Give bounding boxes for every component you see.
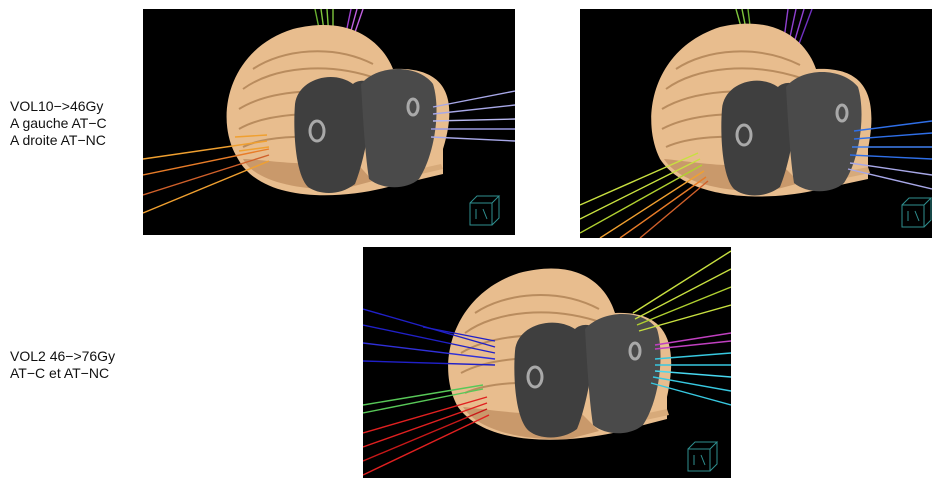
vol10-caption-line2: A gauche AT−C: [10, 115, 107, 131]
vol10-at-c-render: [143, 9, 515, 235]
vol2-render: [363, 247, 731, 478]
organ-volume: [514, 314, 661, 438]
beam-group-right: [847, 120, 932, 190]
beam-group-right-yellow: [632, 250, 731, 332]
beam-group-right-cyan: [650, 352, 731, 406]
beam-group-right-magenta: [654, 332, 731, 350]
vol2-caption: VOL2 46−>76Gy AT−C et AT−NC: [10, 348, 115, 382]
vol10-at-nc-render: [580, 9, 932, 238]
beam-group-left: [580, 152, 709, 238]
vol2-caption-line2: AT−C et AT−NC: [10, 365, 110, 381]
vol10-caption-line1: VOL10−>46Gy: [10, 98, 104, 114]
beam-group-right: [430, 90, 515, 142]
organ-volume: [294, 69, 437, 193]
beam-group-left: [143, 134, 270, 214]
vol2-caption-line1: VOL2 46−>76Gy: [10, 348, 116, 364]
vol10-caption-line3: A droite AT−NC: [10, 132, 106, 148]
organ-volume: [721, 72, 862, 196]
vol10-caption: VOL10−>46Gy A gauche AT−C A droite AT−NC: [10, 98, 107, 149]
beam-group-left-red: [363, 396, 490, 476]
beam-group-left-green: [363, 384, 484, 414]
orientation-cube-icon: [901, 197, 932, 228]
beam-group-left-blue: [363, 308, 496, 366]
orientation-cube-icon: [469, 195, 501, 226]
orientation-cube-icon: [687, 441, 719, 472]
